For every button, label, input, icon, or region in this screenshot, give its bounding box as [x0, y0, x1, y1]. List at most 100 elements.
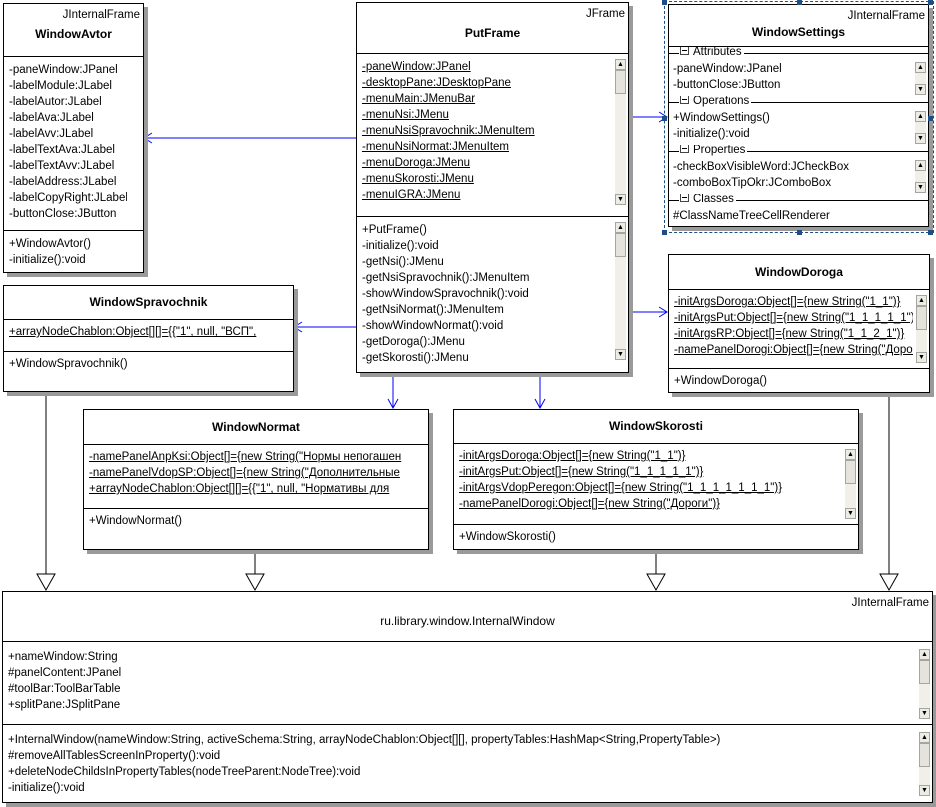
class-member[interactable]: -initArgsVdopPeregon:Object[]={new Strin…	[459, 480, 842, 496]
scroll-down-button[interactable]: ▼	[919, 708, 930, 719]
collapse-toggle-icon[interactable]	[680, 47, 689, 56]
class-box-doroga[interactable]: WindowDoroga-initArgsDoroga:Object[]={ne…	[668, 254, 930, 393]
class-member[interactable]: -menuSkorosti:JMenu	[362, 171, 612, 187]
class-member[interactable]: -paneWindow:JPanel	[9, 62, 127, 78]
class-member[interactable]: #toolBar:ToolBarTable	[8, 681, 916, 697]
scroll-down-button[interactable]: ▼	[615, 349, 626, 360]
class-member[interactable]: #panelContent:JPanel	[8, 665, 916, 681]
resize-handle[interactable]	[797, 0, 802, 5]
class-member[interactable]: -namePanelDorogi:Object[]={new String("Д…	[674, 342, 913, 358]
class-member[interactable]: -paneWindow:JPanel	[362, 59, 612, 75]
class-member[interactable]: -checkBoxVisibleWord:JCheckBox	[673, 159, 912, 175]
class-member[interactable]: -labelModule:JLabel	[9, 78, 127, 94]
class-member[interactable]: +WindowSpravochnik()	[9, 356, 277, 372]
scroll-down-button[interactable]: ▼	[915, 133, 926, 144]
scroll-thumb[interactable]	[916, 306, 927, 330]
collapse-toggle-icon[interactable]	[680, 194, 689, 203]
class-box-skorosti[interactable]: WindowSkorosti-initArgsDoroga:Object[]={…	[453, 409, 859, 550]
scroll-up-button[interactable]: ▲	[845, 449, 856, 460]
class-member[interactable]: +WindowSkorosti()	[459, 529, 842, 545]
compartment-label[interactable]: Classes	[669, 194, 928, 207]
class-member[interactable]: -menuNsiNormat:JMenuItem	[362, 139, 612, 155]
class-member[interactable]: +splitPane:JSplitPane	[8, 697, 916, 713]
scroll-up-button[interactable]: ▲	[919, 732, 930, 743]
compartment-label[interactable]: Attributes	[669, 47, 928, 60]
class-member[interactable]: -initArgsDoroga:Object[]={new String("1_…	[674, 294, 913, 310]
class-member[interactable]: -desktopPane:JDesktopPane	[362, 75, 612, 91]
class-member[interactable]: -namePanelDorogi:Object[]={new String("Д…	[459, 496, 842, 512]
scroll-up-button[interactable]: ▲	[615, 59, 626, 70]
class-member[interactable]: -getNsiSpravochnik():JMenuItem	[362, 270, 612, 286]
class-member[interactable]: -labelCopyRight:JLabel	[9, 190, 127, 206]
class-member[interactable]: -namePanelVdopSP:Object[]={new String("Д…	[89, 465, 412, 481]
class-member[interactable]: -showWindowSpravochnik():void	[362, 286, 612, 302]
resize-handle[interactable]	[928, 116, 933, 121]
class-member[interactable]: +arrayNodeChablon:Object[][]={{"1", null…	[9, 324, 277, 340]
class-member[interactable]: -showWindowNormat():void	[362, 318, 612, 334]
class-member[interactable]: -initArgsPut:Object[]={new String("1_1_1…	[459, 464, 842, 480]
class-member[interactable]: -labelTextAvv:JLabel	[9, 158, 127, 174]
class-member[interactable]: -menuDoroga:JMenu	[362, 155, 612, 171]
class-member[interactable]: -initialize():void	[673, 126, 912, 142]
class-member[interactable]: +WindowDoroga()	[674, 373, 913, 389]
class-member[interactable]: -menuMain:JMenuBar	[362, 91, 612, 107]
class-member[interactable]: -labelAutor:JLabel	[9, 94, 127, 110]
class-member[interactable]: -labelAddress:JLabel	[9, 174, 127, 190]
class-member[interactable]: -namePanelAnpKsi:Object[]={new String("Н…	[89, 449, 412, 465]
resize-handle[interactable]	[928, 230, 933, 235]
class-member[interactable]: -getNsiNormat():JMenuItem	[362, 302, 612, 318]
scrollbar[interactable]: ▲▼	[916, 295, 927, 363]
class-member[interactable]: -initialize():void	[9, 252, 127, 268]
class-member[interactable]: -menuNsiSpravochnik:JMenuItem	[362, 123, 612, 139]
scrollbar[interactable]: ▲▼	[919, 732, 930, 796]
scrollbar[interactable]: ▲▼	[915, 111, 926, 144]
class-member[interactable]: -getNsi():JMenu	[362, 254, 612, 270]
scroll-up-button[interactable]: ▲	[915, 111, 926, 122]
class-member[interactable]: -getDoroga():JMenu	[362, 334, 612, 350]
class-member[interactable]: -labelAvv:JLabel	[9, 126, 127, 142]
class-member[interactable]: -buttonClose:JButton	[9, 206, 127, 222]
scrollbar[interactable]: ▲▼	[919, 649, 930, 719]
scroll-up-button[interactable]: ▲	[915, 160, 926, 171]
class-member[interactable]: -getSkorosti():JMenu	[362, 350, 612, 366]
class-member[interactable]: -menuIGRA:JMenu	[362, 187, 612, 203]
scroll-down-button[interactable]: ▼	[915, 84, 926, 95]
resize-handle[interactable]	[797, 230, 802, 235]
class-member[interactable]: +WindowSettings()	[673, 110, 912, 126]
class-member[interactable]: +InternalWindow(nameWindow:String, activ…	[8, 732, 916, 748]
class-member[interactable]: -labelTextAva:JLabel	[9, 142, 127, 158]
scroll-down-button[interactable]: ▼	[919, 785, 930, 796]
scrollbar[interactable]: ▲▼	[615, 222, 626, 360]
scroll-up-button[interactable]: ▲	[919, 649, 930, 660]
scrollbar[interactable]: ▲▼	[615, 59, 626, 205]
class-member[interactable]: #removeAllTablesScreenInProperty():void	[8, 748, 916, 764]
resize-handle[interactable]	[928, 0, 933, 5]
scrollbar[interactable]: ▲▼	[915, 160, 926, 193]
resize-handle[interactable]	[662, 116, 667, 121]
scroll-down-button[interactable]: ▼	[916, 352, 927, 363]
scroll-thumb[interactable]	[919, 660, 930, 684]
class-member[interactable]: -labelAva:JLabel	[9, 110, 127, 126]
class-member[interactable]: -initArgsDoroga:Object[]={new String("1_…	[459, 448, 842, 464]
class-member[interactable]: +arrayNodeChablon:Object[][]={{"1", null…	[89, 481, 412, 497]
scroll-up-button[interactable]: ▲	[915, 62, 926, 73]
scrollbar[interactable]: ▲▼	[915, 62, 926, 95]
class-member[interactable]: -initArgsRP:Object[]={new String("1_1_2_…	[674, 326, 913, 342]
class-member[interactable]: -initialize():void	[362, 238, 612, 254]
class-member[interactable]: -comboBoxTipOkr:JComboBox	[673, 175, 912, 191]
compartment-label[interactable]: Operations	[669, 96, 928, 109]
class-member[interactable]: +WindowAvtor()	[9, 236, 127, 252]
class-member[interactable]: +WindowNormat()	[89, 513, 412, 529]
scrollbar[interactable]: ▲▼	[845, 449, 856, 519]
scroll-thumb[interactable]	[615, 233, 626, 257]
class-member[interactable]: -paneWindow:JPanel	[673, 61, 912, 77]
scroll-down-button[interactable]: ▼	[615, 194, 626, 205]
scroll-up-button[interactable]: ▲	[916, 295, 927, 306]
collapse-toggle-icon[interactable]	[680, 145, 689, 154]
class-member[interactable]: -buttonClose:JButton	[673, 77, 912, 93]
scroll-thumb[interactable]	[919, 743, 930, 767]
resize-handle[interactable]	[662, 0, 667, 5]
